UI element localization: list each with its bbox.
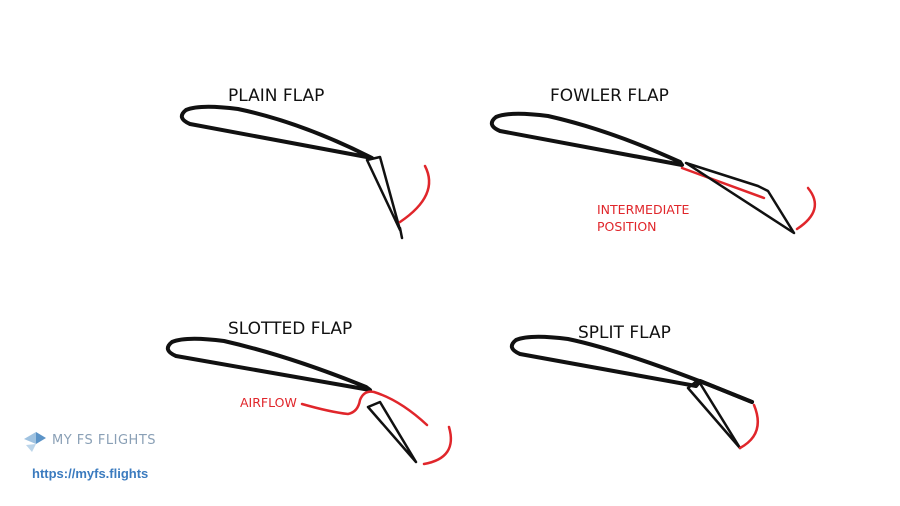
- fowler-flap-title: FOWLER FLAP: [550, 86, 669, 106]
- plain-flap-deflected-flap: [365, 155, 402, 232]
- slotted-flap-deflected-flap: [366, 400, 418, 464]
- split-flap-deflection-arc: [738, 403, 759, 450]
- plain-flap-diagram: PLAIN FLAP: [179, 86, 431, 240]
- brand-logo: MY FS FLIGHTS: [24, 432, 156, 452]
- split-flap-upper-surface: [698, 379, 754, 404]
- fowler-flap-extended-flap: [684, 161, 796, 235]
- fowler-flap-diagram: FOWLER FLAP INTERMEDIATE POSITION: [489, 86, 817, 235]
- plain-flap-wing: [179, 104, 374, 160]
- fowler-flap-deflection-arc: [795, 186, 817, 231]
- slotted-flap-annotation: AIRFLOW: [240, 395, 297, 410]
- slotted-flap-airflow-path: [300, 390, 429, 427]
- airplane-logo-icon: [24, 432, 46, 452]
- slotted-flap-deflection-arc: [422, 425, 453, 466]
- plain-flap-deflection-arc: [398, 164, 431, 224]
- fowler-flap-intermediate-flap: [680, 166, 766, 200]
- brand-name: MY FS FLIGHTS: [52, 433, 156, 448]
- plain-flap-title: PLAIN FLAP: [228, 86, 324, 106]
- split-flap-lowered-panel: [686, 378, 742, 450]
- slotted-flap-wing: [165, 336, 372, 392]
- fowler-flap-wing: [489, 111, 684, 167]
- split-flap-wing: [509, 334, 754, 404]
- plain-flap-trailing-tip: [398, 226, 404, 240]
- slotted-flap-diagram: SLOTTED FLAP AIRFLOW: [165, 319, 453, 466]
- fowler-flap-annotation-line1: INTERMEDIATE: [597, 202, 689, 217]
- split-flap-title: SPLIT FLAP: [578, 323, 671, 343]
- fowler-flap-annotation-line2: POSITION: [597, 219, 657, 234]
- split-flap-diagram: SPLIT FLAP: [509, 323, 759, 450]
- slotted-flap-title: SLOTTED FLAP: [228, 319, 352, 339]
- brand-url: https://myfs.flights: [32, 466, 148, 481]
